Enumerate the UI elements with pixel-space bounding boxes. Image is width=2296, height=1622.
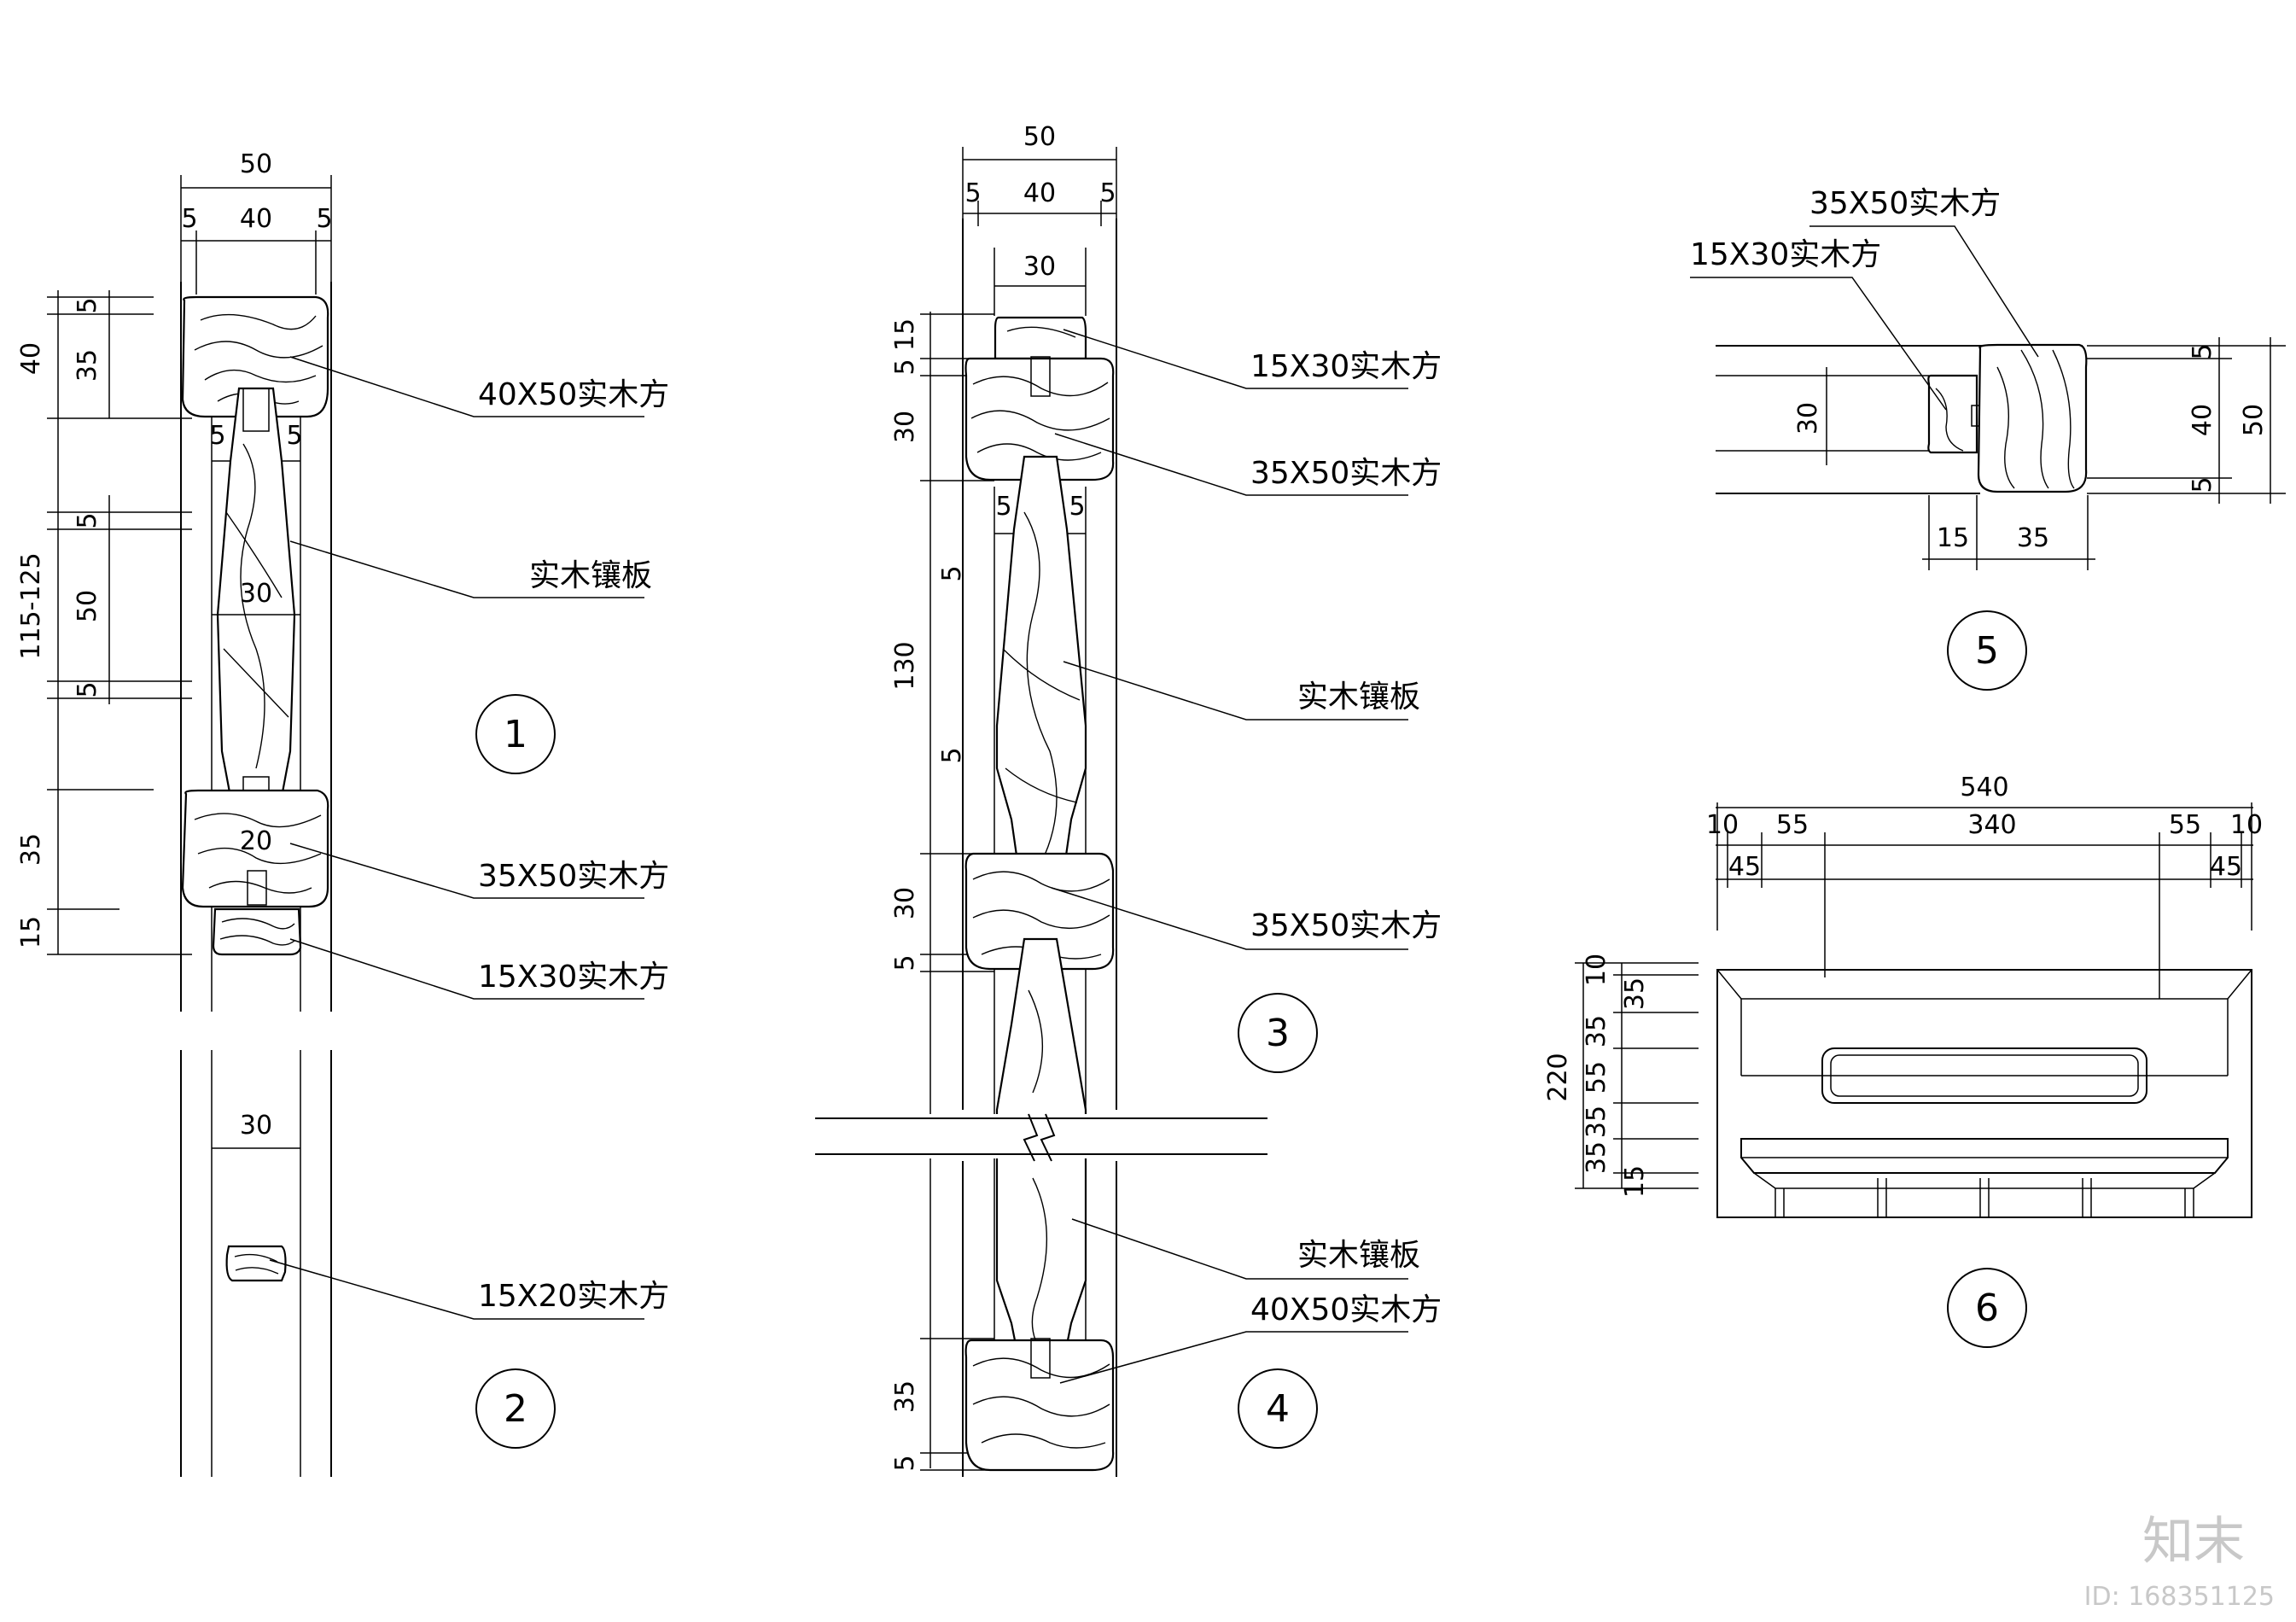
d3-mid-rail: [964, 852, 1115, 971]
d6-rail: [1740, 1138, 2229, 1174]
dim-d3-v15: 15: [890, 318, 920, 351]
dim-d6-v55: 55: [1582, 1061, 1611, 1094]
d3-top-rail: [964, 357, 1115, 481]
label-d3-rail: 35X50实木方: [1250, 456, 1442, 491]
dim-d5-v5a: 5: [2188, 343, 2217, 359]
dim-d1-w5b: 5: [316, 204, 332, 234]
d2-block: [225, 1245, 287, 1282]
dim-d3-w5b: 5: [1099, 178, 1116, 208]
dim-d1-g30: 30: [240, 579, 272, 609]
dim-d1-g5a: 5: [209, 421, 225, 451]
dim-d3-v5a: 5: [937, 565, 967, 581]
label-d5-top: 35X50实木方: [1809, 186, 2001, 221]
d5-small-block: [1927, 374, 1978, 454]
dim-d5-h35: 35: [2017, 523, 2049, 553]
dim-d6-w10b: 10: [2230, 810, 2263, 840]
dim-d5-h15: 15: [1937, 523, 1969, 553]
detail-number-6: 6: [1975, 1287, 1999, 1330]
dim-d6-w55b: 55: [2169, 810, 2201, 840]
d1-top-block: [181, 295, 329, 418]
label-d3-panel: 实木镶板: [1297, 680, 1420, 715]
dim-d3-v30b: 30: [890, 887, 920, 919]
detail-6: 540 10 55 340 55 10 45 45 220 10 35 35 5…: [1543, 773, 2263, 1348]
dim-d1-w20: 20: [240, 826, 272, 856]
dim-d3-g5b: 5: [1069, 492, 1085, 522]
d5-big-block: [1977, 343, 2088, 493]
label-d4-panel: 实木镶板: [1297, 1238, 1420, 1273]
watermark: 知末 ID: 168351125: [2084, 1512, 2275, 1612]
dim-d1-v5c: 5: [73, 681, 102, 697]
label-d4-bottom: 40X50实木方: [1250, 1292, 1442, 1327]
detail-number-5: 5: [1975, 629, 1999, 673]
dim-d1-v115: 115-125: [16, 552, 46, 659]
dim-d6-w540: 540: [1960, 773, 2008, 802]
dim-d1-w5a: 5: [181, 204, 197, 234]
label-d5-small: 15X30实木方: [1690, 237, 1881, 272]
d3-small-block: [994, 316, 1087, 360]
dim-d3-v130: 130: [890, 641, 920, 690]
label-d3-top: 15X30实木方: [1250, 349, 1442, 384]
dim-d3-v30: 30: [890, 411, 920, 443]
dim-d6-v15: 15: [1620, 1165, 1650, 1198]
dim-d1-v50: 50: [73, 590, 102, 622]
dim-d6-v35a: 35: [1620, 977, 1650, 1010]
dim-d5-v50: 50: [2239, 404, 2269, 436]
detail-number-3: 3: [1266, 1012, 1290, 1055]
detail-2: 30 15X20实木方 2: [180, 1050, 669, 1477]
dim-d1-v15: 15: [16, 916, 46, 948]
dim-d3-w5a: 5: [964, 178, 981, 208]
dim-d1-v5b: 5: [73, 512, 102, 528]
dim-d1-v40: 40: [16, 342, 46, 375]
dim-d1-v35b: 35: [16, 833, 46, 866]
dim-d3-g5a: 5: [995, 492, 1011, 522]
dim-d1-v35: 35: [73, 349, 102, 382]
label-d3-mid: 35X50实木方: [1250, 908, 1442, 943]
dim-d3-w40: 40: [1023, 178, 1056, 208]
dim-d6-w340: 340: [1967, 810, 2016, 840]
d1-bottom-block: [212, 907, 302, 956]
dim-d1-v5: 5: [73, 297, 102, 313]
dim-d2-w30: 30: [240, 1111, 272, 1141]
dim-d6-v35c: 35: [1582, 1106, 1611, 1138]
dim-d6-w10a: 10: [1706, 810, 1739, 840]
label-d1-mid: 35X50实木方: [478, 859, 669, 894]
watermark-id: ID: 168351125: [2084, 1582, 2275, 1612]
label-d1-top: 40X50实木方: [478, 377, 669, 412]
dim-d6-w45b: 45: [2210, 852, 2242, 882]
dim-d1-w50: 50: [240, 149, 272, 179]
dim-d5-v30: 30: [1793, 402, 1823, 435]
dim-d5-v5b: 5: [2188, 476, 2217, 493]
detail-3-4: 50 40 5 5 30 5 15 30 130 5 5 30 5 35 5: [815, 122, 1442, 1477]
detail-1: 50 40 5 5 40 5 35 115-125 5 50 5 35 15: [16, 149, 669, 1012]
dim-d6-v35d: 35: [1582, 1141, 1611, 1174]
label-d1-panel: 实木镶板: [529, 558, 652, 593]
dim-d3-w50: 50: [1023, 122, 1056, 152]
d4-bottom-block: [964, 1339, 1115, 1472]
d6-slot: [1821, 1047, 2147, 1104]
dim-d3-v5: 5: [890, 359, 920, 375]
dim-d3-v5c: 5: [890, 954, 920, 971]
dim-d6-w45a: 45: [1728, 852, 1761, 882]
detail-number-4: 4: [1266, 1387, 1290, 1431]
dim-d6-v35b: 35: [1582, 1015, 1611, 1047]
dim-d6-w55a: 55: [1776, 810, 1809, 840]
dim-d6-v10: 10: [1582, 954, 1611, 986]
dim-d5-v40: 40: [2188, 404, 2217, 436]
dim-d1-w40: 40: [240, 204, 272, 234]
d6-frame: [1716, 969, 2252, 1218]
watermark-brand: 知末: [2142, 1512, 2245, 1572]
detail-number-1: 1: [504, 713, 527, 756]
d1-mid-block: [181, 789, 329, 908]
label-d1-bottom: 15X30实木方: [478, 960, 669, 995]
label-d2: 15X20实木方: [478, 1279, 669, 1314]
dim-d3-v5b: 5: [937, 747, 967, 763]
dim-d6-v220: 220: [1543, 1053, 1573, 1101]
dim-d1-g5b: 5: [286, 421, 302, 451]
dim-d4-v35: 35: [890, 1380, 920, 1413]
detail-number-2: 2: [504, 1387, 527, 1431]
dim-d4-v5: 5: [890, 1455, 920, 1471]
dim-d3-w30: 30: [1023, 252, 1056, 282]
detail-5: 5 40 5 50 30 15 35 35X50实木方 15X30实木方 5: [1690, 186, 2286, 691]
